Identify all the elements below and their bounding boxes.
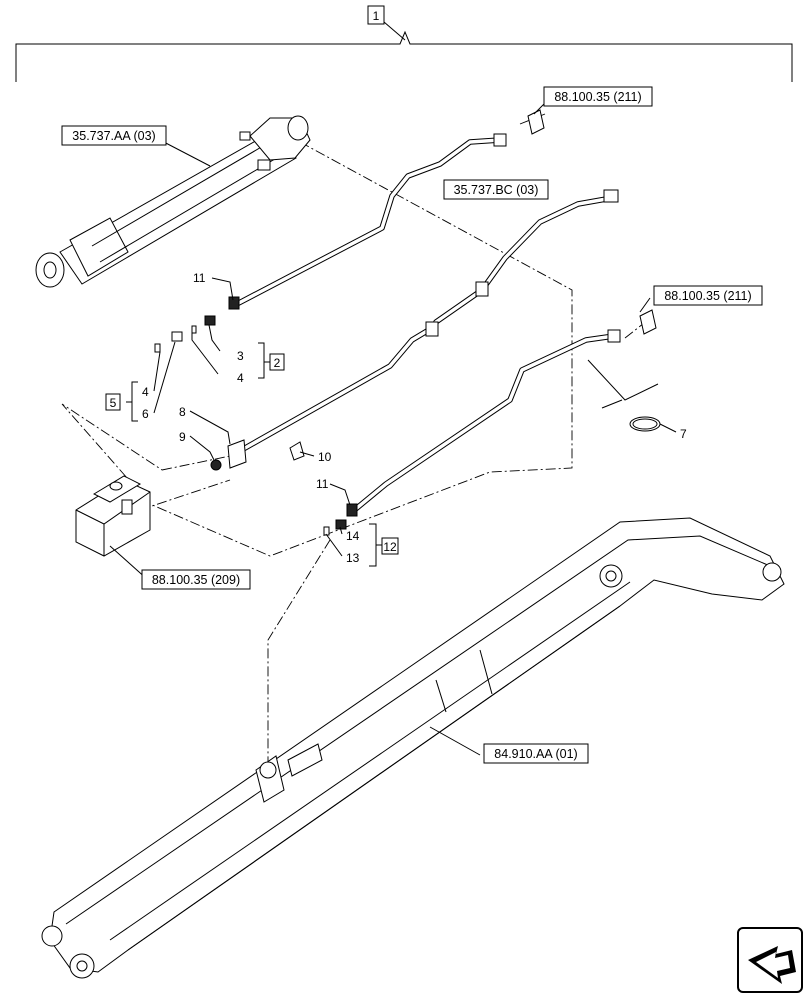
callout-3: 3 bbox=[237, 349, 244, 363]
upper-steel-pipe bbox=[228, 109, 545, 310]
callout-11-upper: 11 bbox=[193, 271, 206, 285]
callout-13: 13 bbox=[346, 551, 360, 565]
lower-steel-pipe bbox=[346, 309, 657, 517]
callout-9: 9 bbox=[179, 430, 186, 444]
kit-5-label: 5 bbox=[110, 396, 117, 410]
boom-cylinder bbox=[35, 115, 311, 288]
assembly-bracket: 1 bbox=[15, 5, 793, 82]
valve-block bbox=[75, 475, 151, 557]
fittings bbox=[154, 315, 661, 536]
ref-boom-label: 84.910.AA (01) bbox=[494, 747, 577, 761]
callout-4-right: 4 bbox=[237, 371, 244, 385]
kit-12-label: 12 bbox=[383, 540, 397, 554]
flexible-hose bbox=[433, 189, 619, 325]
callout-6: 6 bbox=[142, 407, 149, 421]
callout-11-lower: 11 bbox=[316, 477, 329, 491]
assembly-number: 1 bbox=[373, 9, 380, 23]
middle-pipe bbox=[227, 321, 439, 469]
callout-8: 8 bbox=[179, 405, 186, 419]
ref-pipe-connection-lower-label: 88.100.35 (211) bbox=[664, 289, 751, 303]
kit-boxes: 2 5 12 bbox=[105, 353, 399, 555]
boom bbox=[41, 517, 785, 979]
callout-10: 10 bbox=[318, 450, 332, 464]
callout-7: 7 bbox=[680, 427, 687, 441]
ref-cylinder-label: 35.737.AA (03) bbox=[72, 129, 155, 143]
ref-pipe-connection-upper-label: 88.100.35 (211) bbox=[554, 90, 641, 104]
page-navigation-arrow-icon[interactable] bbox=[737, 927, 803, 993]
callout-14: 14 bbox=[346, 529, 360, 543]
ref-hose-label: 35.737.BC (03) bbox=[454, 183, 539, 197]
ref-valve-block-label: 88.100.35 (209) bbox=[152, 573, 240, 587]
part-callouts: 11 3 4 4 6 8 9 10 11 14 13 7 bbox=[142, 271, 687, 565]
reference-boxes: 35.737.AA (03) 88.100.35 (211) 35.737.BC… bbox=[61, 86, 763, 764]
callout-4-left: 4 bbox=[142, 385, 149, 399]
kit-2-label: 2 bbox=[274, 356, 281, 370]
